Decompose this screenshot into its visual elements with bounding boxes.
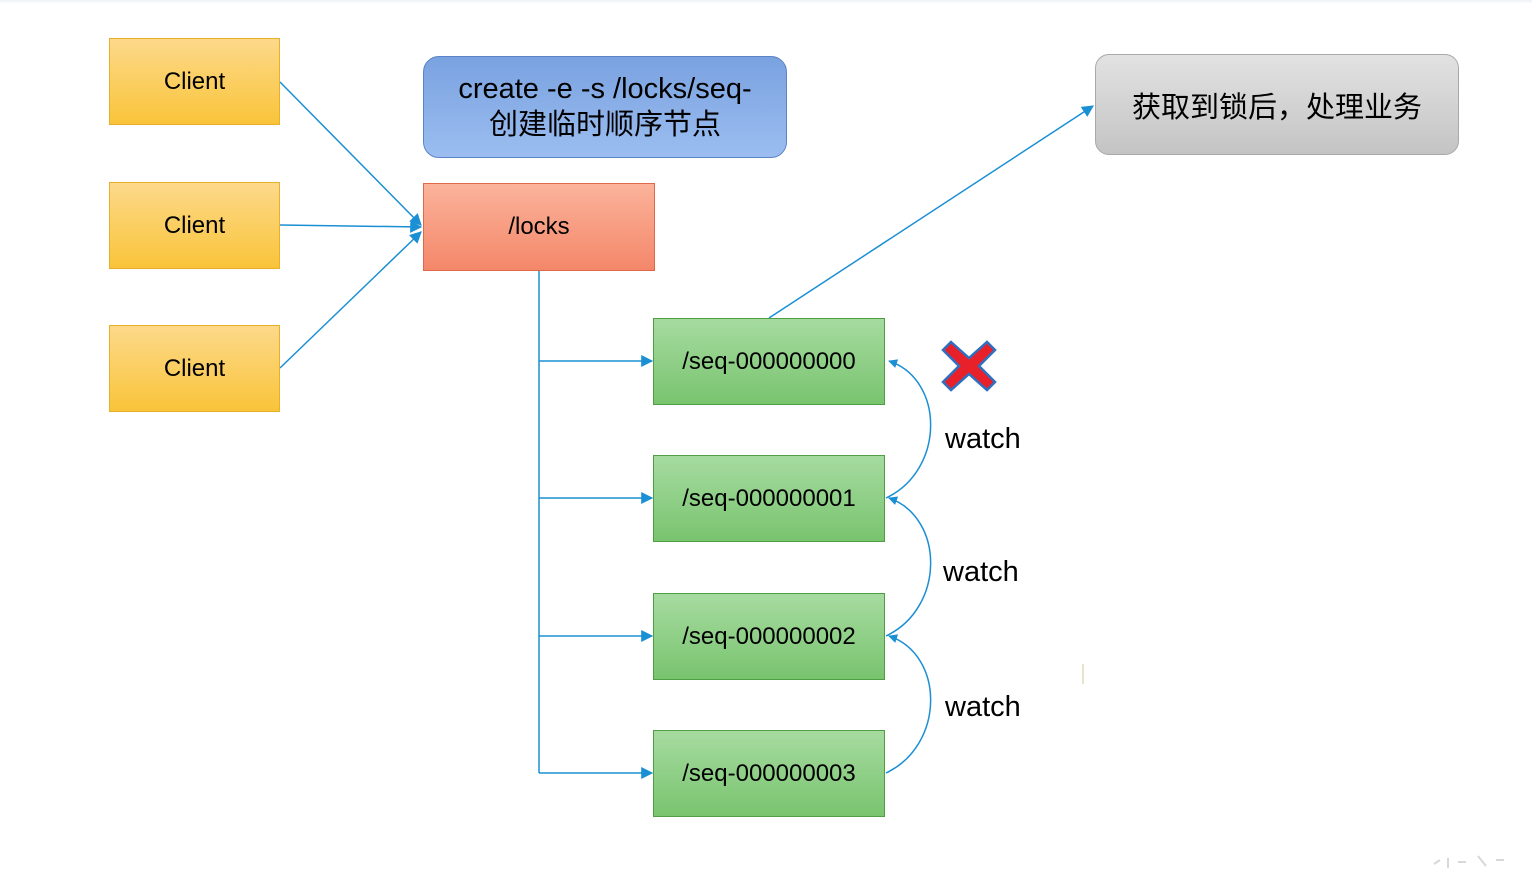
- client-3-to-locks-edge: [279, 231, 422, 369]
- lock-acquired-box: 获取到锁后，处理业务: [1095, 54, 1459, 155]
- top-divider: [0, 0, 1532, 4]
- client-label: Client: [163, 211, 226, 239]
- seq-0-to-done-edge: [768, 105, 1095, 319]
- seq-node-label: /seq-000000002: [682, 622, 856, 650]
- watch-curve-2-to-1: [885, 496, 932, 637]
- create-description-text: 创建临时顺序节点: [488, 109, 721, 141]
- corner-watermark-fragment: [1433, 855, 1504, 868]
- watch-label-2: watch: [943, 556, 1019, 588]
- seq-node-1[interactable]: /seq-000000001: [653, 455, 885, 542]
- client-node-3[interactable]: Client: [109, 325, 280, 412]
- watch-curve-3-to-2: [885, 634, 932, 774]
- lock-acquired-text: 获取到锁后，处理业务: [1131, 91, 1422, 124]
- seq-node-label: /seq-000000000: [682, 347, 856, 375]
- client-2-to-locks-edge: [279, 220, 423, 233]
- watch-label-3: watch: [945, 691, 1021, 723]
- create-command-box: create -e -s /locks/seq- 创建临时顺序节点: [423, 56, 787, 158]
- seq-node-3[interactable]: /seq-000000003: [653, 730, 885, 817]
- seq-node-label: /seq-000000001: [682, 484, 856, 512]
- create-command-text: create -e -s /locks/seq-: [458, 73, 752, 105]
- client-1-to-locks-edge: [279, 81, 422, 226]
- watch-curve-1-to-0: [885, 359, 932, 499]
- locks-label: /locks: [508, 213, 570, 240]
- seq-node-0[interactable]: /seq-000000000: [653, 318, 885, 405]
- seq-node-label: /seq-000000003: [682, 759, 856, 787]
- seq-node-2[interactable]: /seq-000000002: [653, 593, 885, 680]
- client-label: Client: [163, 354, 226, 382]
- client-node-2[interactable]: Client: [109, 182, 280, 269]
- watch-label-1: watch: [945, 423, 1021, 455]
- client-label: Client: [163, 67, 226, 95]
- red-x-icon: [941, 340, 997, 392]
- locks-node[interactable]: /locks: [423, 183, 655, 271]
- client-node-1[interactable]: Client: [109, 38, 280, 125]
